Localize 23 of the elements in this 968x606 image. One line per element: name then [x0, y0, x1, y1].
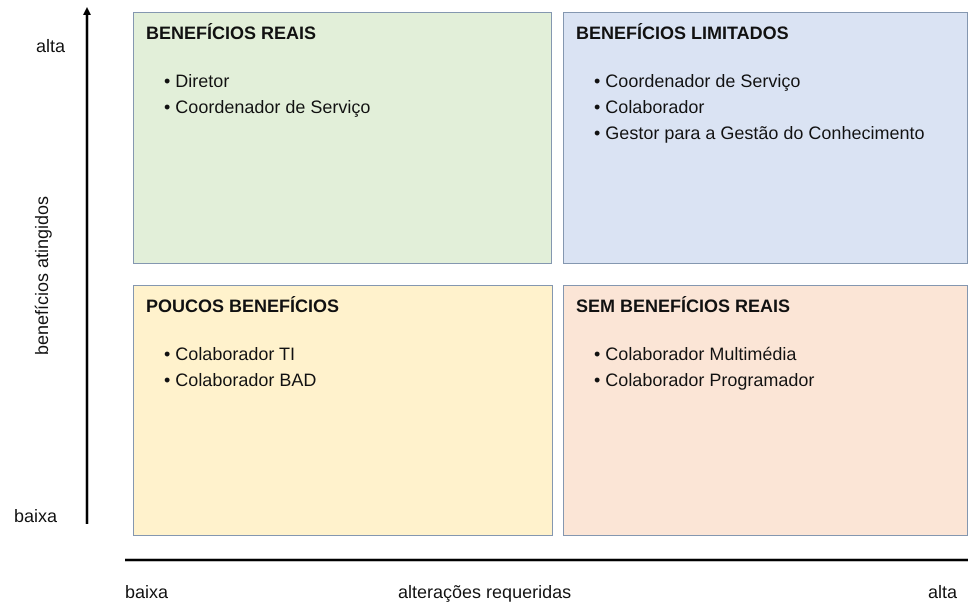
- quadrant-panel: [563, 12, 968, 264]
- bullet-item: • Colaborador Programador: [594, 369, 814, 392]
- bullet-item: • Coordenador de Serviço: [164, 96, 370, 119]
- axis-title: benefícios atingidos: [32, 195, 53, 355]
- bullet-item: • Coordenador de Serviço: [594, 70, 800, 93]
- axis-end-label: alta: [36, 36, 66, 57]
- bullet-item: • Colaborador TI: [164, 343, 296, 366]
- bullet-item: • Colaborador: [594, 96, 704, 119]
- quadrant-heading: BENEFÍCIOS REAIS: [146, 23, 316, 44]
- bullet-item: • Colaborador BAD: [164, 369, 316, 392]
- bullet-item: • Diretor: [164, 70, 230, 93]
- axis-title: alterações requeridas: [398, 582, 572, 603]
- bullet-item: • Gestor para a Gestão do Conhecimento: [594, 122, 924, 145]
- quadrant-panel: [133, 12, 552, 264]
- quadrant-panel: [563, 285, 968, 536]
- axis-end-label: alta: [928, 582, 958, 603]
- quadrant-heading: BENEFÍCIOS LIMITADOS: [576, 23, 789, 44]
- quadrant-panel: [133, 285, 553, 536]
- axis-end-label: baixa: [14, 506, 58, 527]
- axis-end-label: baixa: [125, 582, 168, 603]
- quadrant-heading: SEM BENEFÍCIOS REAIS: [576, 296, 790, 317]
- quadrant-heading: POUCOS BENEFÍCIOS: [146, 296, 340, 317]
- bullet-item: • Colaborador Multimédia: [594, 343, 796, 366]
